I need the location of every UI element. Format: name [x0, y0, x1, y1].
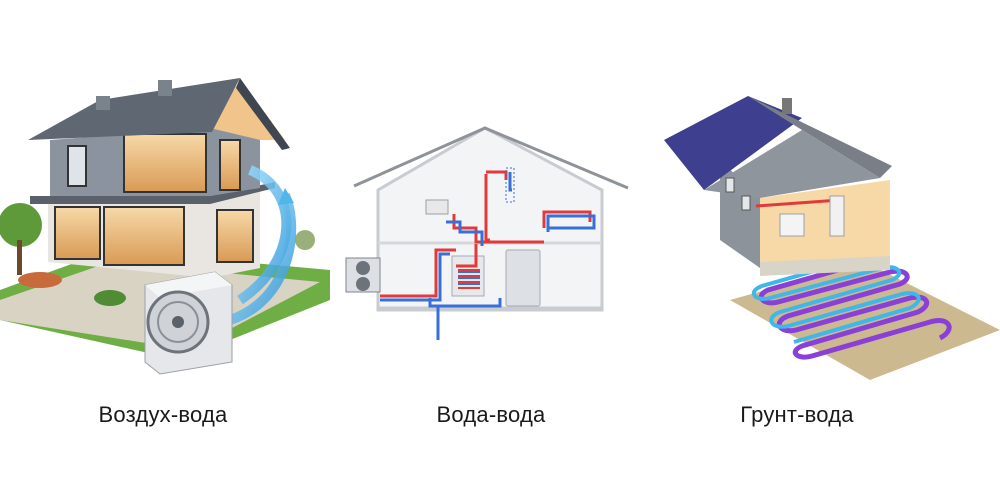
air-to-water-house-icon	[0, 78, 330, 375]
air-to-water-panel: Воздух-вода	[0, 0, 340, 500]
air-to-water-label: Воздух-вода	[98, 402, 228, 427]
ground-to-water-label: Грунт-вода	[740, 402, 854, 427]
water-to-water-label: Вода-вода	[436, 402, 546, 427]
water-to-water-schematic-icon	[345, 126, 629, 340]
water-to-water-panel: Вода-вода	[340, 0, 660, 500]
ground-to-water-house-icon	[664, 96, 1000, 380]
ground-to-water-panel: Грунт-вода	[660, 0, 1000, 500]
